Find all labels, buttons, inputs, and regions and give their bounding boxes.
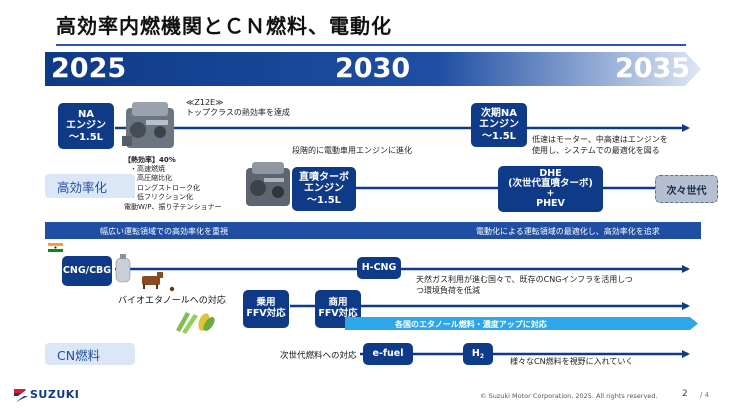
commercial-ffv-line1: 商用 xyxy=(328,297,348,309)
next-next-generation-box: 次々世代 xyxy=(655,175,718,203)
thermal-item: ・高圧縮比化 xyxy=(130,174,172,183)
dhe-line4: PHEV xyxy=(536,197,565,209)
thermal-item: ・ロングストローク化 xyxy=(130,183,200,192)
turbo-engine-box: 直噴ターボ エンジン ～1.5L xyxy=(292,167,356,211)
e-fuel-box: e-fuel xyxy=(363,343,413,365)
dhe-phev-box: DHE (次世代直噴ターボ) + PHEV xyxy=(498,166,603,212)
page-title: 高効率内燃機関とＣＮ燃料、電動化 xyxy=(56,14,392,38)
thermal-item: ・高速燃焼 xyxy=(130,165,165,173)
z12e-title: ≪Z12E≫ xyxy=(186,98,224,107)
na-engine-line1: NA xyxy=(77,108,95,120)
next-na-line2: エンジン xyxy=(479,119,519,131)
cow-icon xyxy=(142,272,163,289)
next-na-line3: ～1.5L xyxy=(481,130,517,142)
page-total: / 4 xyxy=(700,391,710,399)
sugarcane-icon xyxy=(176,312,198,334)
corn-icon xyxy=(198,313,215,331)
year-2035: 2035 xyxy=(615,53,691,84)
copyright-text: © Suzuki Motor Corporation, 2025. All ri… xyxy=(480,392,658,400)
h-cng-desc-line2: つ環境負荷を低減 xyxy=(416,286,480,295)
na-engine-line3: ～1.5L xyxy=(68,131,104,143)
gas-tank-icon xyxy=(115,254,131,283)
dhe-line2: (次世代直噴ターボ) xyxy=(508,178,593,190)
manure-icon xyxy=(169,286,175,292)
thermal-item: ・低フリクション化 xyxy=(130,193,193,202)
year-2030: 2030 xyxy=(335,53,411,84)
ethanol-banner xyxy=(345,317,690,330)
ethanol-banner-text: 各国のエタノール燃料・濃度アップに対応 xyxy=(395,320,547,329)
dhe-line3: + xyxy=(546,188,555,199)
h-cng-desc-line1: 天然ガス利用が進む国々で、既存のCNGインフラを活用しつ xyxy=(416,275,633,284)
policy-band xyxy=(45,222,701,239)
next-na-desc-line1: 低速はモーター、中高速はエンジンを xyxy=(532,135,668,144)
next-na-engine-box: 次期NA エンジン ～1.5L xyxy=(471,103,527,147)
na-engine-box: NA エンジン ～1.5L xyxy=(58,103,114,149)
page-number: 2 xyxy=(682,389,688,399)
z12e-description: トップクラスの熱効率を達成 xyxy=(186,108,290,117)
na-engine-line2: エンジン xyxy=(66,120,106,132)
h2-subscript: 2 xyxy=(479,352,485,360)
policy-band-left: 幅広い運転領域での高効率化を重視 xyxy=(100,227,228,236)
passenger-ffv-line1: 乗用 xyxy=(256,297,276,309)
year-2025: 2025 xyxy=(51,53,127,84)
thermal-efficiency-list: ・高速燃焼 ・高圧縮比化 ・ロングストローク化 ・低フリクション化 電動W/P、… xyxy=(124,165,222,212)
next-gen-fuel-label: 次世代燃料への対応 xyxy=(280,351,357,361)
thermal-efficiency-title: 【熱効率】40% xyxy=(124,156,176,164)
timeline-banner: 2025 2030 2035 xyxy=(45,52,701,86)
bio-ethanol-label: バイオエタノールへの対応 xyxy=(118,296,226,306)
cn-fuel-desc: 様々なCN燃料を視野に入れていく xyxy=(510,357,634,366)
thermal-item: 電動W/P、振り子テンショナー xyxy=(124,202,222,211)
timeline-arrow-graphic xyxy=(45,52,701,86)
passenger-ffv-box: 乗用 FFV対応 xyxy=(243,290,289,328)
turbo-line2: エンジン xyxy=(304,183,344,195)
passenger-ffv-line2: FFV対応 xyxy=(246,308,286,319)
h2-symbol: H xyxy=(471,347,480,359)
next-na-line1: 次期NA xyxy=(480,107,518,119)
commercial-ffv-line2: FFV対応 xyxy=(318,308,358,319)
cng-cbg-box: CNG/CBG xyxy=(62,256,112,286)
turbo-line1: 直噴ターボ xyxy=(299,171,349,183)
stepwise-evolution-text: 段階的に電動車用エンジンに進化 xyxy=(292,146,412,155)
turbo-line3: ～1.5L xyxy=(306,194,342,206)
section-label-efficiency: 高効率化 xyxy=(45,174,135,198)
suzuki-logo-text: SUZUKI xyxy=(30,388,80,401)
policy-band-right: 電動化による運転領域の最適化し、高効率化を追求 xyxy=(476,227,660,236)
title-divider xyxy=(56,44,686,46)
section-label-cn-fuel: CN燃料 xyxy=(45,343,135,365)
next-na-desc-line2: 使用し、システムでの最適化を図る xyxy=(532,146,660,155)
dhe-line1: DHE xyxy=(539,168,562,180)
h-cng-box: H-CNG xyxy=(357,257,401,279)
